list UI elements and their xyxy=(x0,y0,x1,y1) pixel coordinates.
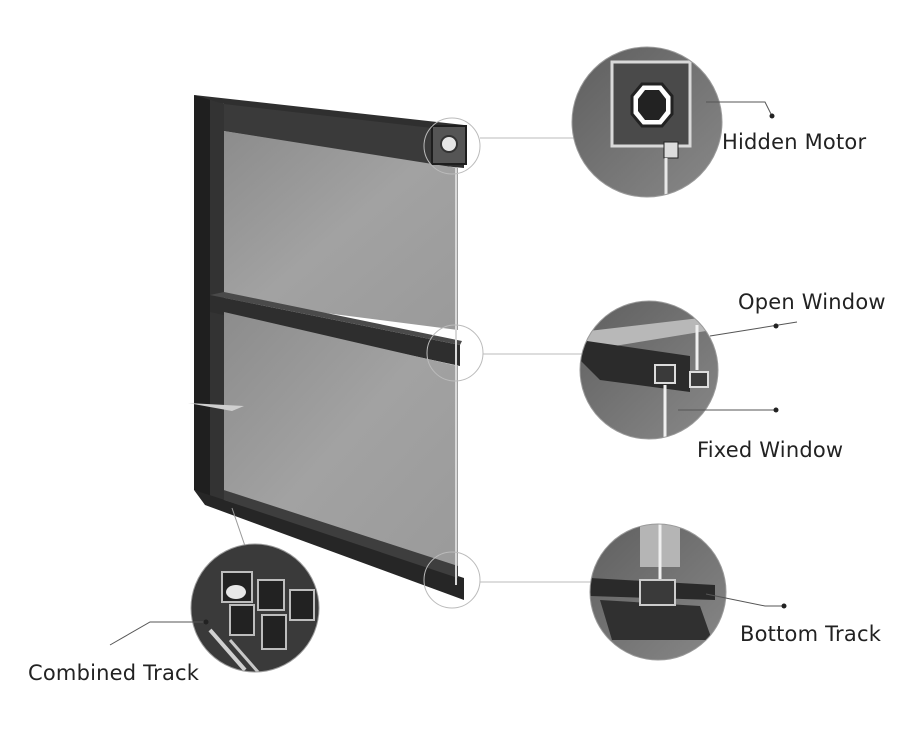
label-hidden-motor: Hidden Motor xyxy=(722,130,867,154)
lower-glass xyxy=(224,312,458,570)
bottom-track-rail xyxy=(194,490,464,600)
left-frame-side xyxy=(194,95,210,497)
zoom-sash xyxy=(579,300,719,440)
label-fixed-window: Fixed Window xyxy=(697,438,844,462)
leader-hidden-motor xyxy=(706,101,775,119)
zoom-combined-track xyxy=(190,543,320,673)
zoom-bottom-track xyxy=(589,523,727,661)
leader-bottom-track xyxy=(705,593,787,609)
label-bottom-track: Bottom Track xyxy=(740,622,882,646)
middle-sash-rail xyxy=(210,295,460,366)
upper-glass xyxy=(224,131,458,330)
zoom-hidden-motor xyxy=(571,46,723,198)
bottom-track-face xyxy=(224,490,458,578)
highlight-ring-sash xyxy=(426,324,484,382)
highlight-ring-motor xyxy=(423,117,481,175)
leader-fixed-window xyxy=(678,407,779,413)
top-header-face xyxy=(224,104,432,165)
leader-open-window xyxy=(709,321,798,337)
leader-combined-track xyxy=(109,619,209,646)
window-assembly xyxy=(188,95,467,600)
highlight-ring-bottom xyxy=(423,551,481,609)
label-open-window: Open Window xyxy=(738,290,886,314)
middle-sash-top xyxy=(210,292,462,345)
label-combined-track: Combined Track xyxy=(28,661,200,685)
